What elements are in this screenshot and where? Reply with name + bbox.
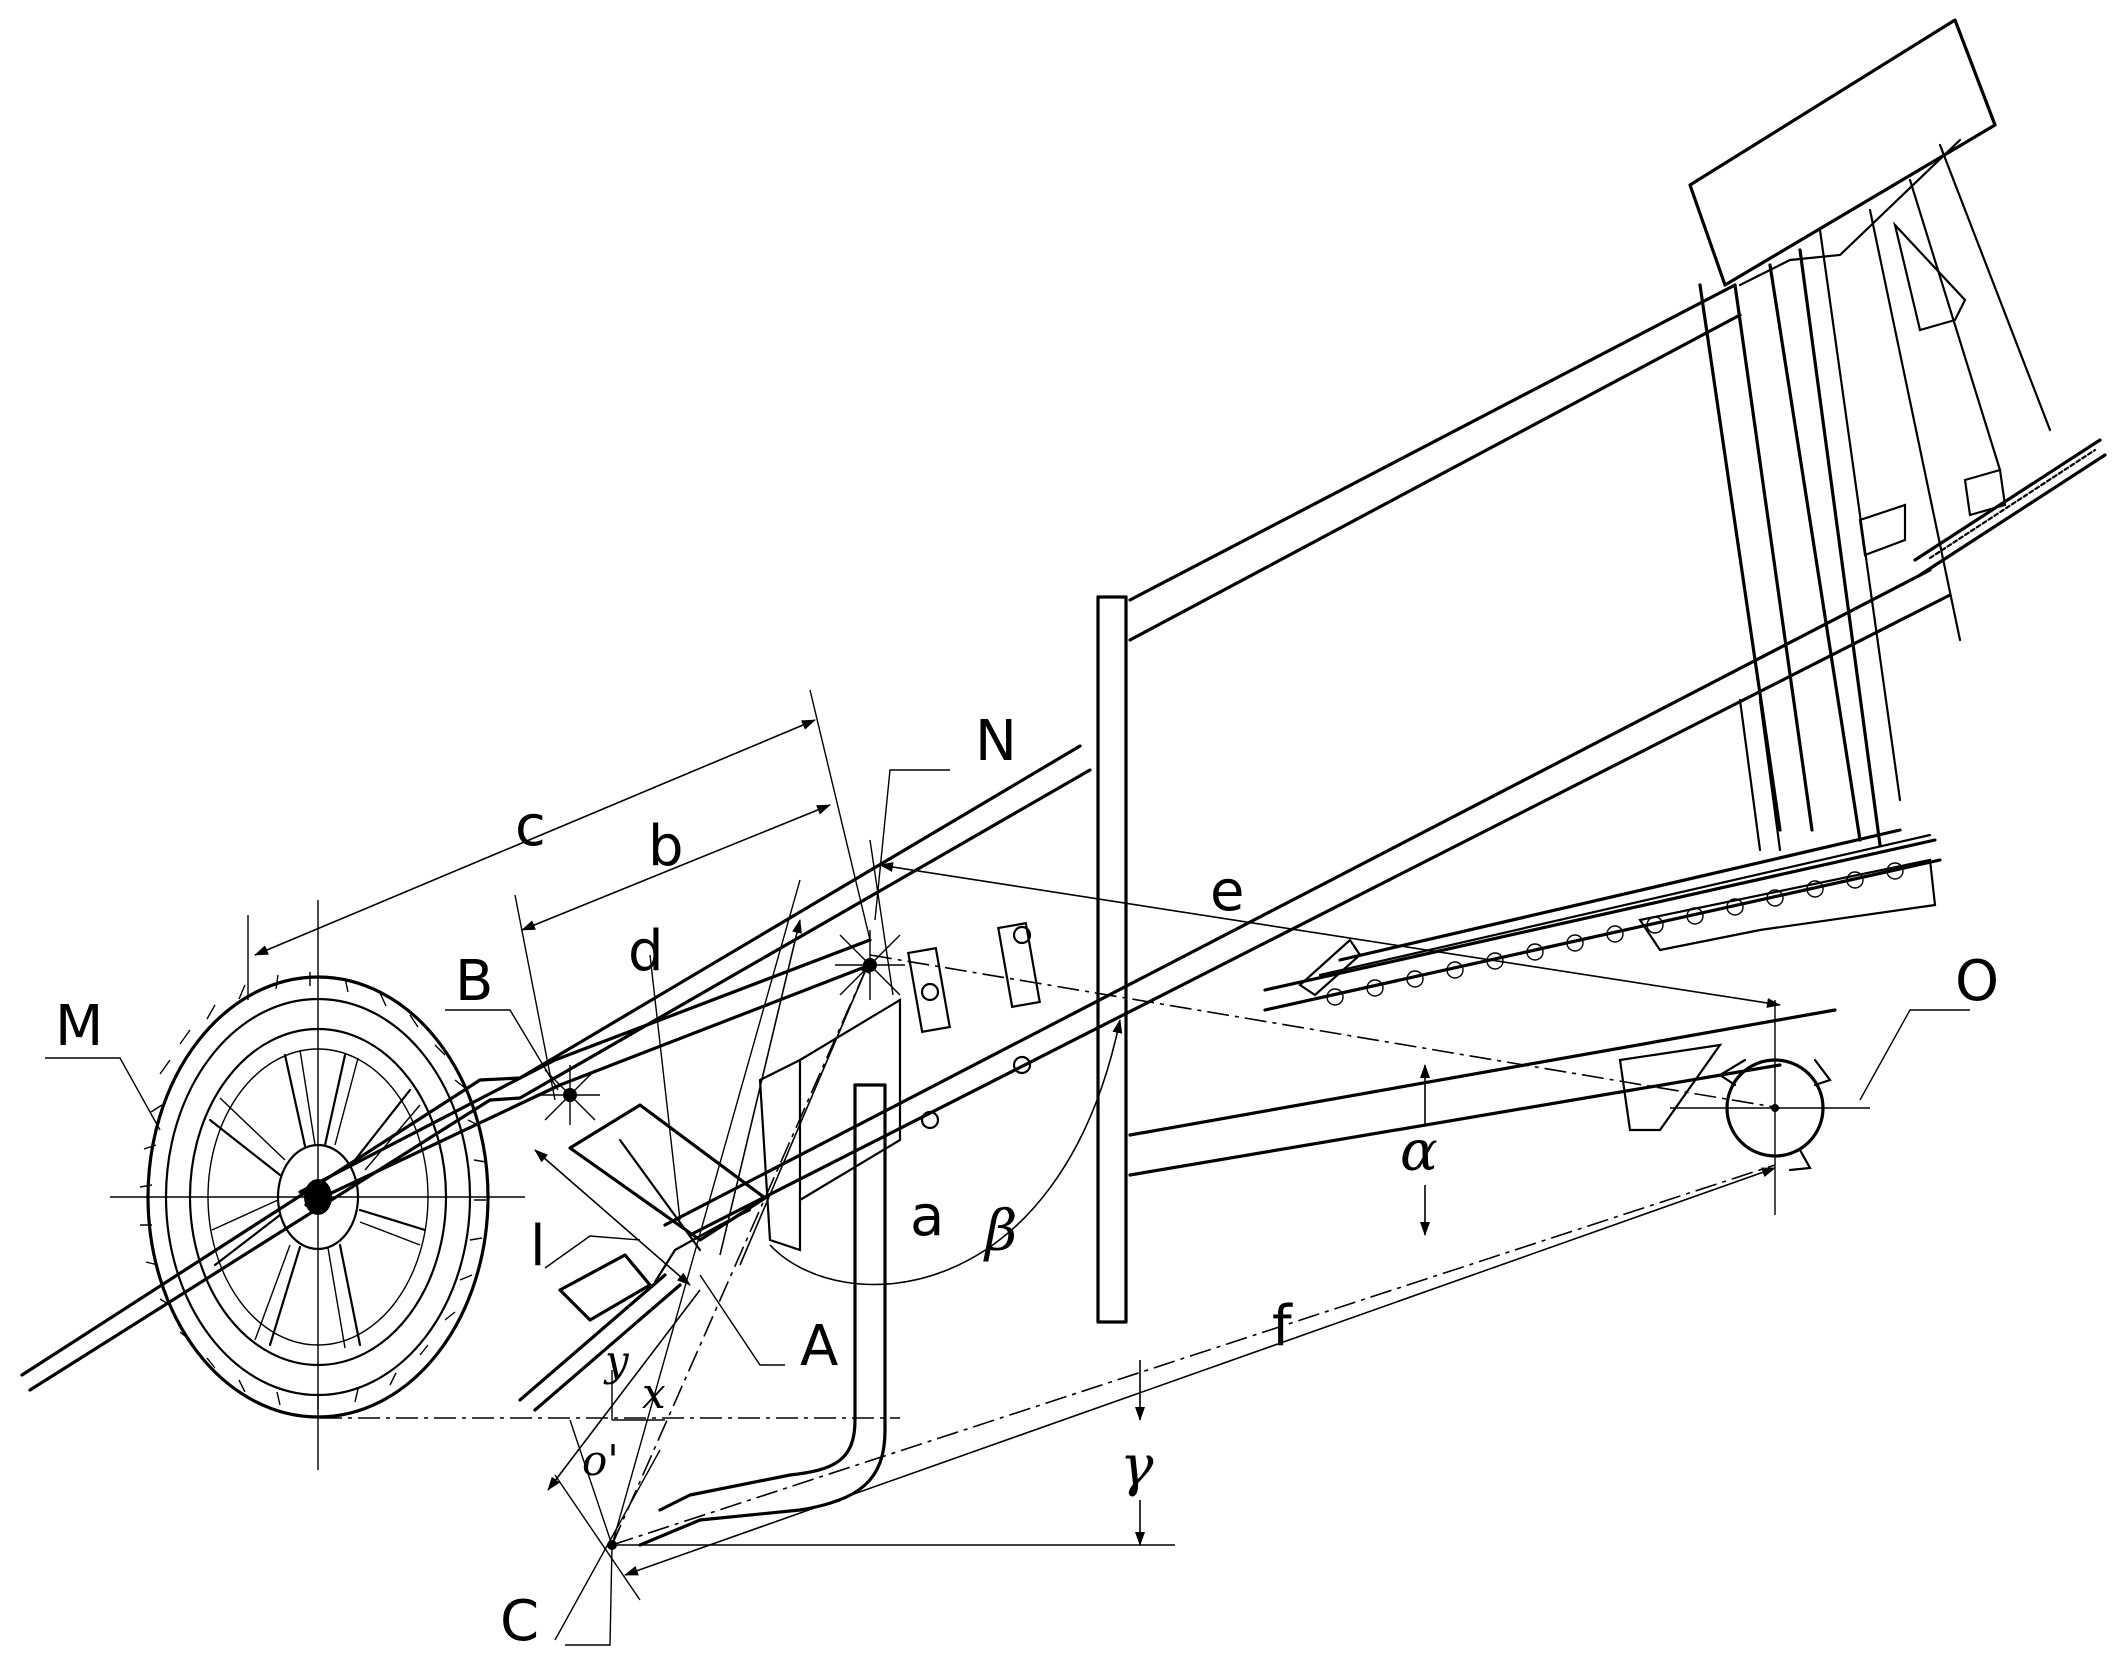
label-dim-d: d <box>628 919 664 984</box>
label-n: N <box>975 709 1017 774</box>
label-c-point: C <box>500 1589 539 1654</box>
label-dim-b: b <box>648 814 684 879</box>
label-axis-origin: o' <box>582 1436 619 1485</box>
label-dim-a: a <box>910 1184 944 1249</box>
label-dim-f: f <box>1272 1294 1293 1359</box>
frame-bars <box>20 18 2107 1547</box>
label-angle-gamma: γ <box>1120 1434 1154 1499</box>
label-a-point: A <box>800 1314 838 1379</box>
label-dim-e: e <box>1210 859 1244 924</box>
dimension-lines <box>45 689 1970 1646</box>
label-dim-l: l <box>530 1214 546 1279</box>
label-b: B <box>455 949 493 1014</box>
wheel-o <box>1670 1000 1870 1215</box>
label-angle-alpha: α <box>1400 1119 1438 1184</box>
label-o: O <box>1955 949 1999 1014</box>
label-axis-y: y <box>603 1336 630 1385</box>
label-angle-beta: β <box>983 1199 1017 1264</box>
label-dim-c: c <box>515 794 546 859</box>
label-m: M <box>55 994 103 1059</box>
labels: M B N O A C c b d e a f l α β γ o' x y <box>55 709 1999 1654</box>
label-axis-x: x <box>642 1369 666 1418</box>
